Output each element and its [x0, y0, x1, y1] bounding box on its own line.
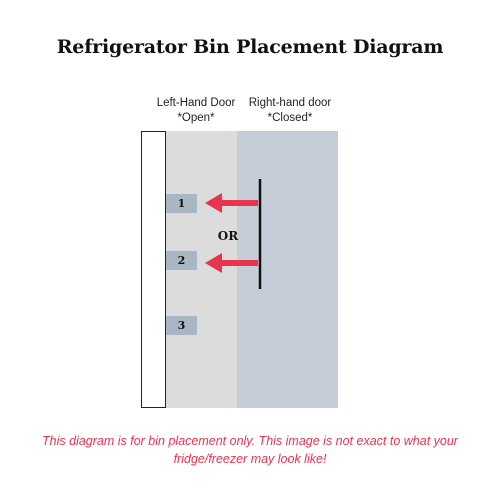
disclaimer-text: This diagram is for bin placement only. … [42, 434, 458, 466]
door-edge [141, 131, 166, 408]
right-door-label: Right-hand door *Closed* [240, 96, 340, 126]
right-door-panel [237, 131, 338, 408]
left-door-name: Left-Hand Door [156, 97, 236, 109]
bin-3: 3 [166, 316, 197, 335]
diagram-title: Refrigerator Bin Placement Diagram [56, 36, 444, 58]
or-label: OR [217, 229, 239, 243]
right-door-name: Right-hand door [248, 97, 332, 109]
bin-1: 1 [166, 194, 197, 213]
right-door-state: *Closed* [267, 112, 313, 124]
bin-2: 2 [166, 251, 197, 270]
left-door-label: Left-Hand Door *Open* [148, 96, 244, 126]
arrow-to-bin-1 [205, 193, 258, 213]
left-door-state: *Open* [177, 112, 215, 124]
arrow-to-bin-2 [205, 253, 258, 273]
